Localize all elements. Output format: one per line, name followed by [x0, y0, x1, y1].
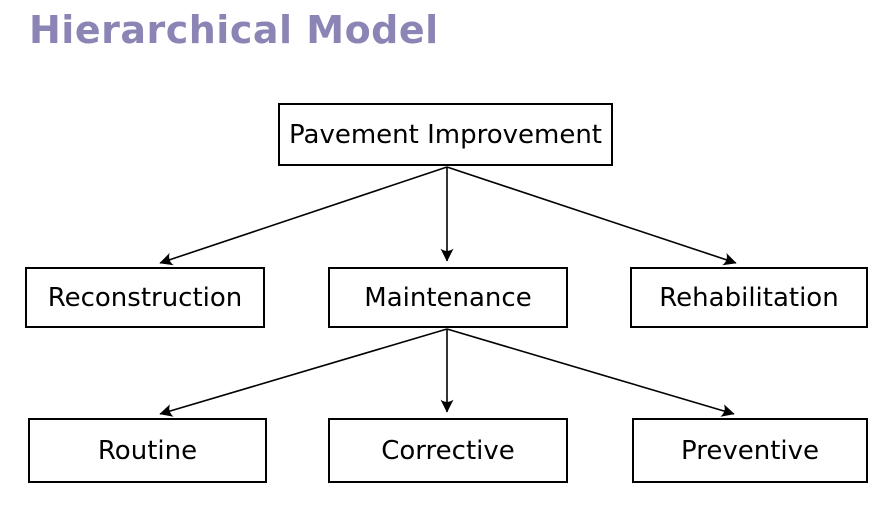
node-rehabilitation: Rehabilitation	[630, 267, 868, 328]
node-maintenance: Maintenance	[328, 267, 568, 328]
node-routine: Routine	[28, 418, 267, 483]
node-corrective: Corrective	[328, 418, 568, 483]
node-reconstruction: Reconstruction	[25, 267, 265, 328]
node-preventive: Preventive	[632, 418, 868, 483]
edge-root-rehabilitation	[446, 166, 737, 266]
diagram-title: Hierarchical Model	[29, 8, 439, 52]
node-pavement-improvement: Pavement Improvement	[278, 103, 613, 166]
edge-root-reconstruction	[159, 166, 448, 266]
edge-maintenance-routine	[159, 328, 448, 417]
edge-maintenance-preventive	[446, 328, 735, 417]
